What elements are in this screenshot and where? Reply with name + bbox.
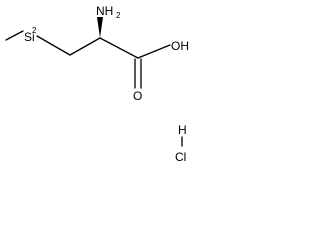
- wedge-bond-amino: [97, 17, 103, 38]
- hydroxyl-label: OH: [171, 39, 189, 53]
- silicon-hydrogen-count: 2: [32, 26, 37, 35]
- molecule-drawing: Si 2 NH 2 OH O H Cl: [5, 4, 189, 164]
- chlorine-label: Cl: [175, 150, 186, 164]
- bond-si-ch2: [36, 35, 71, 56]
- bond-ch2-alpha-carbon: [69, 37, 101, 56]
- chemical-structure-canvas: Si 2 NH 2 OH O H Cl: [0, 0, 194, 177]
- silicon-label: Si: [24, 30, 35, 44]
- carbonyl-oxygen-label: O: [133, 89, 142, 103]
- bond-methyl-si: [5, 30, 24, 41]
- bond-carboxyl-hydroxyl: [137, 44, 171, 59]
- amino-hydrogen-count: 2: [116, 11, 121, 20]
- hydrogen-label: H: [178, 123, 187, 137]
- bond-alpha-carbon-carboxyl: [99, 37, 139, 59]
- amino-label: NH: [96, 4, 113, 18]
